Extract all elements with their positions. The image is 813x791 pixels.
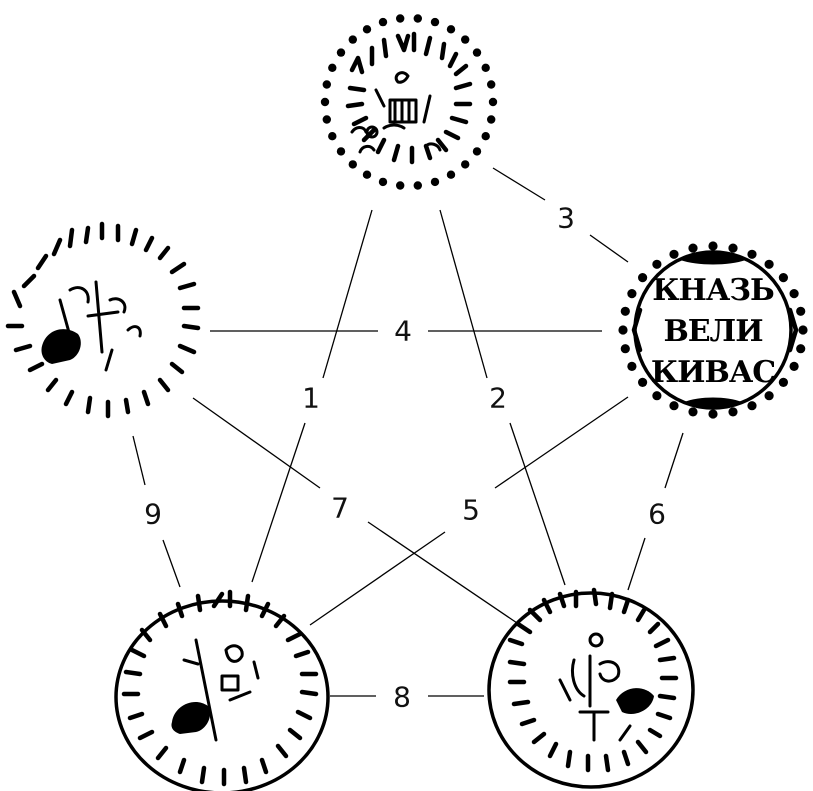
seal-top-border-dot (337, 48, 345, 56)
seal-bottom-right (489, 590, 693, 787)
seal-right-border-dot (798, 325, 807, 334)
seal-right: КНАЗЬ ВЕЛИ КИВАС (618, 241, 807, 418)
seal-top-border-dot (431, 178, 439, 186)
seal-right-border-dot (688, 407, 697, 416)
seal-right-border-dot (638, 378, 647, 387)
seal-right-border-dot (708, 241, 717, 250)
seal-top-border-dot (487, 80, 495, 88)
edge-label-7: 7 (331, 492, 349, 525)
seal-top-border-dot (473, 147, 481, 155)
edge-2-lower (510, 423, 565, 585)
seal-top-border-dot (363, 25, 371, 33)
edge-label-6: 6 (648, 498, 666, 531)
seal-top-border-dot (461, 160, 469, 168)
seal-right-border-dot (728, 407, 737, 416)
seal-top-border-dot (328, 64, 336, 72)
seal-top-border-dot (489, 98, 497, 106)
seal-right-border-dot (627, 289, 636, 298)
seal-right-border-dot (618, 325, 627, 334)
seal-top-border-dot (337, 147, 345, 155)
seal-right-border-dot (652, 260, 661, 269)
seal-top-border-dot (473, 48, 481, 56)
seal-right-border-dot (621, 344, 630, 353)
seal-right-border-dot (728, 244, 737, 253)
edge-7-upper (193, 398, 320, 488)
seal-top-border-dot (396, 14, 404, 22)
seal-top-border-dot (431, 18, 439, 26)
seal-top-border-dot (379, 18, 387, 26)
seal-right-border-dot (790, 289, 799, 298)
edge-1-upper (323, 210, 372, 378)
edge-9-upper (133, 436, 145, 485)
edge-7-lower (368, 522, 520, 625)
seal-top-border-dot (414, 14, 422, 22)
seal-right-border-dot (796, 344, 805, 353)
seal-right-border-dot (621, 307, 630, 316)
edge-label-9: 9 (144, 498, 162, 531)
seal-right-border-dot (796, 307, 805, 316)
seal-top-center-figure (367, 73, 430, 137)
edge-6-lower (628, 538, 645, 590)
seal-right-legend-line-2: ВЕЛИ (663, 314, 762, 349)
edge-label-2: 2 (489, 382, 507, 415)
seal-right-border-dot (747, 250, 756, 259)
edge-label-4: 4 (394, 315, 412, 348)
seal-top-border-dot (349, 35, 357, 43)
seal-right-border-dot (688, 244, 697, 253)
seal-top-border-dot (323, 80, 331, 88)
edge-label-5: 5 (462, 494, 480, 527)
seal-top-border-dot (321, 98, 329, 106)
seal-left-inscription-ring (8, 224, 198, 416)
seal-top-border-dot (482, 64, 490, 72)
seal-left (8, 224, 198, 416)
edge-label-1: 1 (302, 382, 320, 415)
seal-right-border-dot (765, 391, 774, 400)
seal-top-border-dot (414, 181, 422, 189)
edge-label-3: 3 (557, 202, 575, 235)
seal-top-border-dot (349, 160, 357, 168)
seal-right-border-dot (779, 378, 788, 387)
seal-top-border-dot (379, 178, 387, 186)
seal-bottom-left-rim (116, 601, 328, 791)
seal-top-border-dot (461, 35, 469, 43)
edge-6-upper (665, 433, 683, 488)
edge-2-upper (440, 210, 487, 378)
seal-left-rider-figure (41, 282, 140, 370)
seal-top-border-dot (323, 115, 331, 123)
seal-top-border-dot (328, 132, 336, 140)
seal-right-border-dot (765, 260, 774, 269)
seal-right-border-dot (638, 273, 647, 282)
seal-right-border-dot (747, 401, 756, 410)
seal-top-border-dot (396, 181, 404, 189)
seal-top-border-dot (447, 171, 455, 179)
seal-top (321, 14, 497, 189)
seal-top-border-dot (363, 171, 371, 179)
edge-5-upper (495, 397, 628, 488)
seal-top-border-dot (447, 25, 455, 33)
seal-right-border-dot (790, 362, 799, 371)
seal-bottom-left (116, 592, 328, 791)
edge-label-8: 8 (393, 681, 411, 714)
edge-9-lower (163, 540, 180, 587)
seal-right-border-dot (627, 362, 636, 371)
edge-3-upper (493, 168, 545, 200)
seal-right-border-dot (669, 250, 678, 259)
edge-3-lower (590, 235, 628, 262)
seal-right-legend-line-3: КИВАС (651, 355, 775, 390)
seal-top-border-dot (482, 132, 490, 140)
seal-top-border-dot (487, 115, 495, 123)
seal-right-legend-line-1: КНАЗЬ (652, 273, 774, 308)
seal-right-border-dot (652, 391, 661, 400)
edge-1-lower (252, 423, 305, 582)
edge-5-lower (310, 532, 445, 625)
seal-right-border-dot (708, 409, 717, 418)
seal-top-inscription-ring (348, 34, 470, 162)
seal-right-border-dot (669, 401, 678, 410)
seal-right-border-dot (779, 273, 788, 282)
